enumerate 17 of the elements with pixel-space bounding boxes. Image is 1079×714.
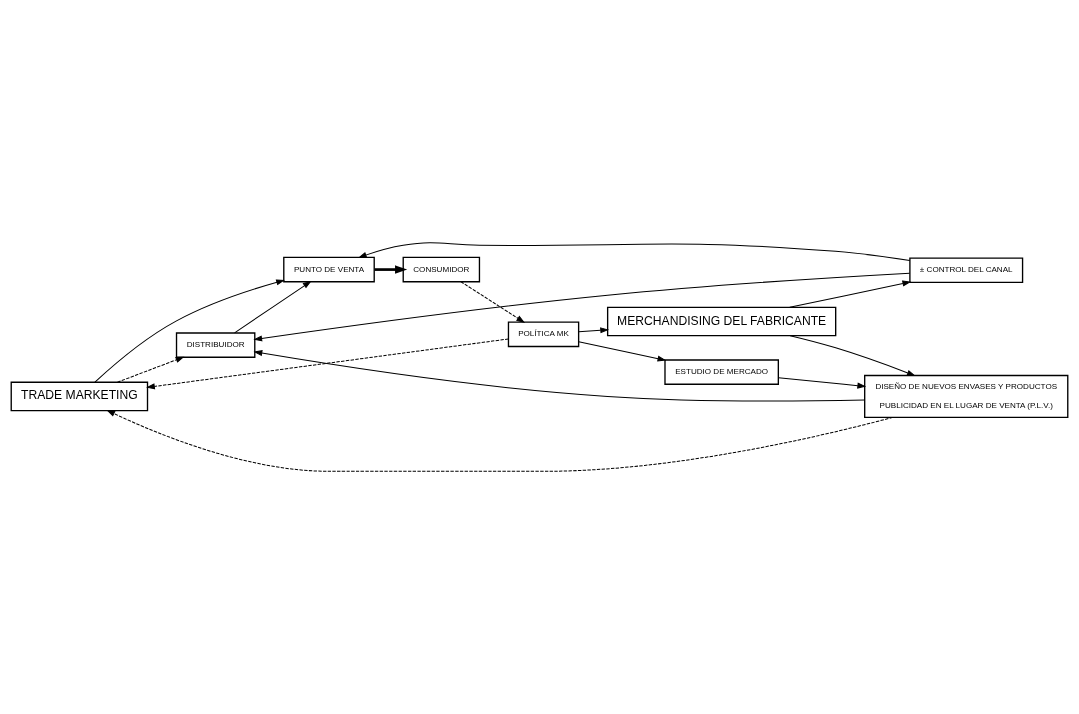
arrow: [253, 350, 866, 402]
arrow: [234, 280, 312, 334]
arrow: [777, 377, 867, 389]
arrow: [146, 338, 509, 390]
arrow: [460, 281, 526, 323]
arrow: [116, 356, 185, 383]
node-box: MERCHANDISING DEL FABRICANTE: [606, 306, 837, 337]
arrow: [374, 265, 408, 274]
arrow: [578, 341, 667, 362]
arrow: [253, 272, 911, 342]
node-box: TRADE MARKETING: [10, 381, 149, 412]
arrow: [578, 327, 610, 334]
arrow: [94, 279, 285, 383]
arrow: [106, 409, 894, 472]
arrow: [789, 335, 916, 377]
arrow: [789, 280, 912, 308]
arrow: [357, 242, 911, 262]
